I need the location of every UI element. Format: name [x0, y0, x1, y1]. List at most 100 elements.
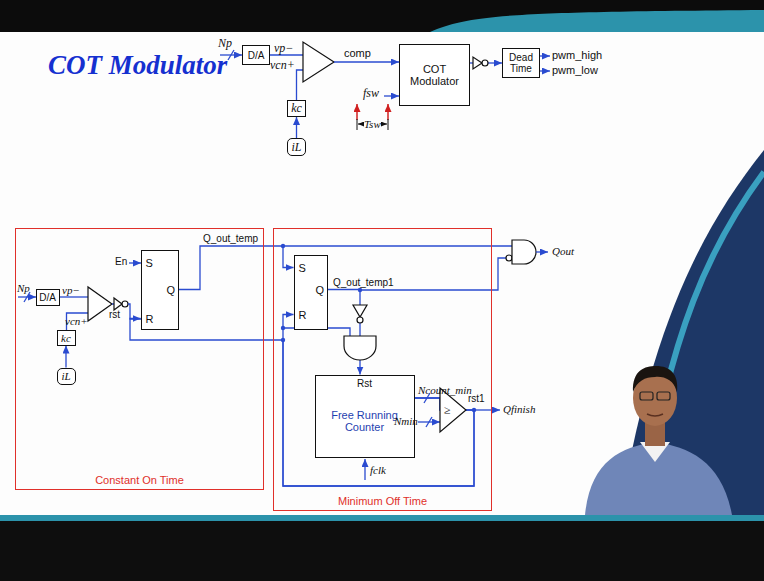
output-wire: [474, 409, 500, 410]
top-block-wires: [220, 42, 550, 130]
node-label: kc: [291, 101, 302, 116]
inverter-bubble: [482, 60, 488, 66]
signal-wire: [334, 61, 399, 62]
signal-label: Ncount_min: [418, 384, 472, 396]
presenter-glasses: [640, 392, 653, 400]
node-label: S: [146, 257, 153, 269]
signal-connector: [130, 319, 474, 487]
dimension-arrow: [358, 124, 363, 125]
node-label: Dead Time: [503, 52, 539, 74]
junction-dot: [281, 244, 285, 248]
modulator-box: COT Modulator: [399, 44, 470, 106]
presenter-mouth: [647, 414, 663, 416]
reset-wire: [128, 304, 141, 319]
clock-edge-arrow: [387, 104, 389, 120]
inverter-symbol: [353, 305, 367, 317]
signal-connector: [179, 246, 294, 290]
bus-slash: [228, 50, 234, 60]
signal-wire: [297, 70, 304, 100]
signal-label: Q_out_temp1: [333, 277, 394, 288]
inverter-symbol: [473, 57, 482, 69]
signal-label: comp: [344, 47, 371, 59]
signal-label: Qfinish: [503, 403, 535, 415]
gain-box: kc: [57, 330, 76, 346]
top-accent: [430, 10, 764, 32]
region-title: Minimum Off Time: [274, 495, 491, 507]
flip-flop: S Q R: [141, 250, 179, 330]
junction-dot: [281, 326, 285, 330]
inverter-bubble: [122, 301, 128, 307]
signal-label: ≥: [444, 403, 451, 418]
node-label: iL: [291, 140, 301, 155]
signal-label: rst: [109, 309, 120, 320]
signal-label: Tsw: [364, 118, 381, 130]
node-label: iL: [61, 370, 70, 382]
node-label: Q: [167, 284, 176, 296]
signal-label: vcn+: [270, 58, 295, 73]
signal-box: iL: [287, 138, 306, 156]
dimension-tick: [357, 119, 388, 130]
presenter-hair: [633, 366, 677, 392]
region-frame: Constant On Time D/A kc iL S Q R: [15, 228, 264, 490]
node-label: D/A: [39, 292, 56, 303]
and-gate: [344, 336, 376, 360]
signal-label: Qout: [552, 245, 574, 257]
output-wire: [536, 251, 548, 252]
slide-title: COT Modulator: [48, 50, 227, 81]
junction-dot: [472, 408, 476, 412]
node-label: S: [299, 262, 306, 274]
signal-wire: [283, 245, 512, 246]
inverter-bubble: [357, 317, 363, 323]
presenter-shirt: [585, 442, 732, 515]
top-band: [0, 0, 764, 32]
comparator-symbol: [88, 287, 112, 321]
converter-box: D/A: [36, 289, 60, 306]
dimension-arrow: [382, 124, 387, 125]
signal-connector: [296, 117, 297, 138]
signal-connector: [283, 315, 474, 487]
output-wire: [540, 55, 550, 56]
presenter-glasses: [657, 392, 670, 400]
signal-label: Np: [218, 36, 232, 51]
signal-label: vcn+: [65, 315, 88, 327]
node-label: Rst: [316, 378, 414, 389]
signal-label: vp−: [274, 41, 293, 56]
flip-flop: SQR: [294, 255, 328, 330]
node-label: R: [299, 309, 307, 321]
converter-box: D/A: [242, 45, 270, 65]
signal-label: Q_out_temp: [203, 233, 258, 244]
inverter-symbol: [114, 298, 122, 310]
junction-dot: [358, 288, 362, 292]
presenter-figure: [585, 366, 732, 515]
and-gate: [512, 240, 536, 264]
signal-label: vp−: [62, 284, 80, 296]
comparator-symbol: [303, 42, 334, 82]
clock-wire: [384, 95, 399, 96]
signal-label: fclk: [370, 464, 386, 476]
node-label: D/A: [248, 50, 265, 61]
signal-label: rst1: [468, 393, 485, 404]
signal-label: fsw: [363, 86, 379, 101]
bottom-band: [0, 521, 764, 581]
bus-slash: [426, 417, 432, 427]
dead-time-box: Dead Time: [502, 48, 540, 78]
output-wire: [540, 70, 550, 71]
junction-dot: [281, 338, 285, 342]
enable-wire: [129, 262, 141, 263]
signal-label: pwm_low: [552, 64, 598, 76]
region-title: Constant On Time: [16, 474, 263, 486]
signal-connector: [65, 346, 66, 368]
node-label: COT Modulator: [400, 63, 469, 87]
signal-wire: [60, 296, 88, 297]
gain-box: kc: [287, 100, 306, 117]
signal-label: pwm_high: [552, 49, 602, 61]
bottom-block-wires: [18, 240, 548, 480]
signal-box: iL: [57, 368, 76, 385]
bottom-accent: [0, 515, 764, 521]
node-label: R: [146, 313, 154, 325]
signal-label: Np: [17, 282, 30, 294]
inverter-bubble: [506, 255, 512, 261]
